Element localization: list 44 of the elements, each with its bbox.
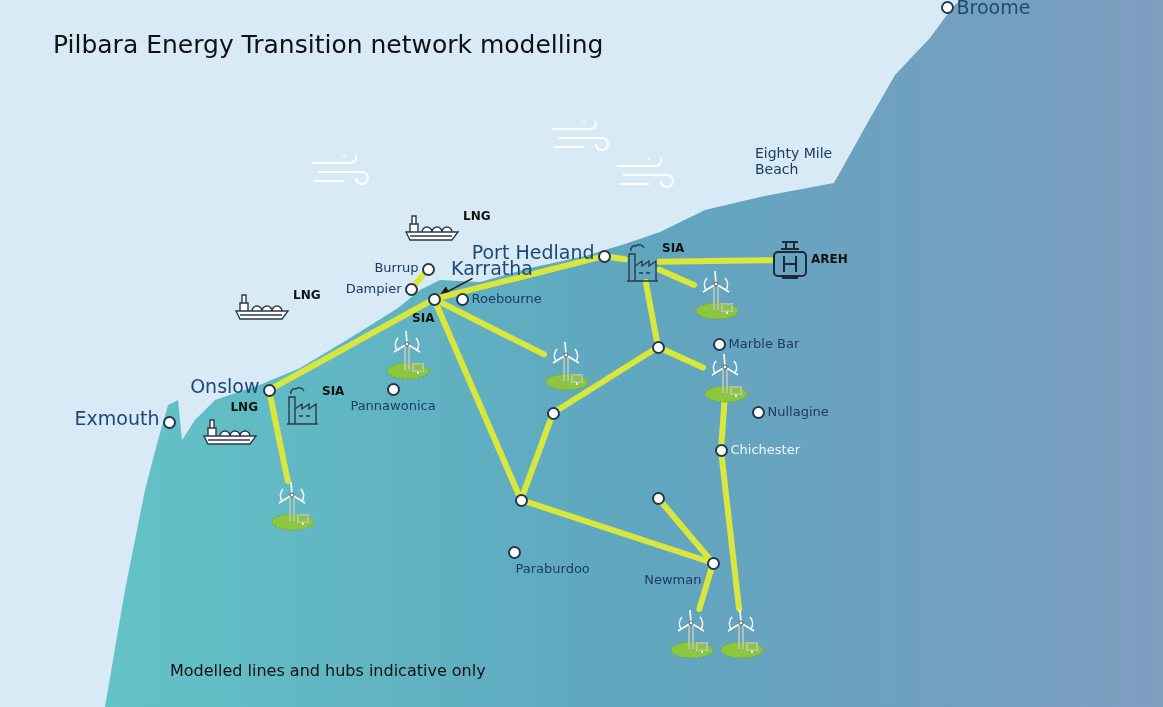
transmission-line	[555, 347, 656, 413]
transmission-line	[642, 279, 660, 344]
place-label: Burrup	[374, 261, 419, 276]
wind-solar-farm-drawing	[669, 609, 715, 659]
transmission-line	[271, 299, 432, 390]
place-label: Nullagine	[767, 404, 829, 420]
place-label: Paraburdoo	[515, 561, 590, 576]
place-label: Newman	[644, 572, 702, 587]
place-label: Marble Bar	[728, 336, 800, 352]
transmission-line	[659, 500, 712, 561]
place-label: Broome	[956, 0, 1031, 18]
transmission-line	[520, 416, 554, 497]
icon-label: LNG	[293, 289, 321, 303]
transmission-line	[412, 271, 427, 287]
note: Modelled lines and hubs indicative only	[170, 661, 486, 680]
transmission-line	[437, 254, 601, 301]
transmission-line	[433, 302, 522, 497]
transmission-line	[696, 566, 715, 612]
wind-solar-farm-drawing	[385, 330, 431, 380]
icon-label: SIA	[662, 242, 685, 256]
transmission-line	[660, 346, 706, 371]
icon-label: LNG	[230, 400, 258, 414]
place-label: Chichester	[730, 442, 801, 458]
wind-solar-farm-drawing	[694, 270, 740, 320]
place-label: Eighty Mile Beach	[755, 145, 834, 177]
place-label: Pannawonica	[350, 398, 436, 413]
map-title: Pilbara Energy Transition network modelling	[53, 30, 604, 59]
icon-label: AREH	[811, 253, 848, 267]
place-label: Exmouth	[74, 407, 160, 429]
transmission-line	[656, 257, 775, 265]
wind-solar-farm-drawing	[544, 341, 590, 391]
wind-solar-farm-drawing	[703, 353, 749, 403]
icon-label: LNG	[463, 210, 491, 224]
hub-label: SIA	[412, 311, 435, 325]
place-label: Dampier	[345, 281, 402, 297]
transmission-line	[524, 499, 710, 564]
place-label: Roebourne	[471, 291, 542, 307]
wind-solar-farm-drawing	[719, 609, 765, 659]
icon-label: SIA	[322, 385, 345, 399]
transmission-line	[656, 266, 697, 288]
transmission-line	[718, 400, 728, 447]
leader-arrow	[438, 277, 474, 297]
place-label: Onslow	[190, 375, 260, 397]
wind-solar-farm-drawing	[270, 481, 316, 531]
